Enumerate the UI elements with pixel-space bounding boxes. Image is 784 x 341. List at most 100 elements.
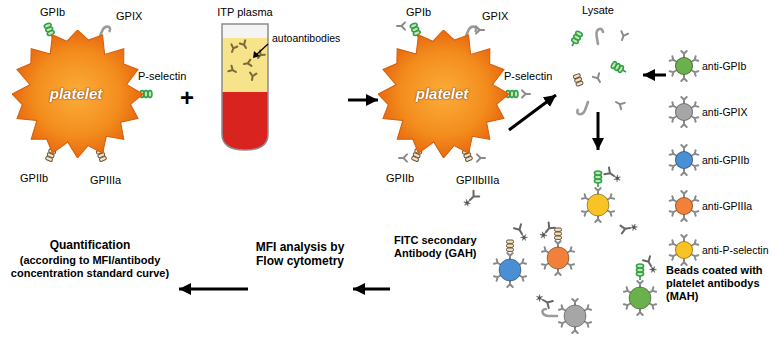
integrin-segment xyxy=(576,81,584,87)
antibody-stroke xyxy=(243,60,251,67)
coil-turn xyxy=(410,22,418,28)
glycoprotein-hook xyxy=(542,309,557,316)
integrin-segment xyxy=(507,240,514,243)
antibody-stroke xyxy=(595,216,600,222)
antibody-symbol xyxy=(243,60,251,67)
antibody-stroke xyxy=(637,309,642,315)
antibody-symbol xyxy=(476,26,484,33)
antibody-symbol xyxy=(397,22,405,29)
flow-arrow xyxy=(348,99,378,102)
process-step: MFI analysis by Flow cytometry xyxy=(248,238,353,294)
plasma-tube-figure xyxy=(220,22,270,154)
leader-head xyxy=(253,51,260,58)
integrin-segment xyxy=(99,156,107,162)
integrin-symbol xyxy=(573,73,583,86)
antibody-symbol xyxy=(228,66,237,75)
bead-swatch xyxy=(675,197,693,215)
antibody-symbol xyxy=(462,191,479,208)
antibody-stroke xyxy=(681,121,686,127)
antibody-symbol xyxy=(643,256,658,274)
antibody-stroke xyxy=(681,215,686,221)
tube-outline xyxy=(222,24,268,150)
fitc-dot xyxy=(522,235,526,239)
step-title: Quantification xyxy=(4,238,176,252)
antibody-symbol xyxy=(572,327,577,333)
fitc-label xyxy=(535,294,544,303)
integrin-segment xyxy=(555,236,562,239)
fitc-label xyxy=(520,233,529,242)
group-caption: FITC secondary Antibody (GAH) xyxy=(394,234,486,260)
bead-circle xyxy=(629,287,651,309)
receptor-label: GPIIIa xyxy=(90,174,121,187)
receptor-label: P-selectin xyxy=(138,70,186,83)
antibody-symbol xyxy=(681,215,686,221)
antibody-stroke xyxy=(643,256,655,268)
antibody-stroke xyxy=(477,154,485,161)
antibody-symbol xyxy=(229,44,237,53)
cell-layer xyxy=(220,92,270,154)
coil-turn xyxy=(636,264,643,268)
fitc-dot xyxy=(537,296,541,300)
antibody-symbol xyxy=(572,299,577,305)
antibody-stroke xyxy=(522,90,530,97)
antibody-symbol xyxy=(619,31,629,41)
antibody-symbol xyxy=(681,121,686,127)
cell-label: platelet xyxy=(12,85,140,103)
glycoprotein-coil xyxy=(610,61,627,75)
bead-swatch xyxy=(675,103,693,121)
glycoprotein-coil xyxy=(569,30,583,47)
hook-stroke xyxy=(595,28,604,44)
antibody-stroke xyxy=(604,168,616,180)
lysate-group: Lysate xyxy=(556,2,643,112)
glycoprotein-coil xyxy=(636,264,643,280)
antibody-symbol xyxy=(620,223,638,234)
antibody-symbol xyxy=(477,154,485,161)
integrin-segment xyxy=(45,156,53,162)
plus-sign: + xyxy=(180,84,194,113)
antibody-stroke xyxy=(228,66,237,75)
fitc-dot xyxy=(541,233,546,238)
antibody-symbol xyxy=(637,281,642,287)
step-note: (according to MFI/antibody concentration… xyxy=(4,254,176,280)
group-title: Lysate xyxy=(556,4,640,17)
integrin-segment xyxy=(465,156,473,162)
legend-label: anti-GPIIIa xyxy=(702,197,752,215)
fitc-label xyxy=(463,198,472,207)
antibody-stroke xyxy=(399,154,407,161)
step-label: MFI analysis by Flow cytometry xyxy=(250,240,350,269)
antibody-stroke xyxy=(619,31,629,41)
antibody-stroke xyxy=(229,44,237,53)
platelet-cell: platelet xyxy=(378,30,509,158)
flow-arrow xyxy=(179,288,248,291)
tube-title: ITP plasma xyxy=(212,6,278,19)
flow-arrow xyxy=(509,95,556,130)
fitc-dot xyxy=(632,225,636,229)
receptor-label: P-selectin xyxy=(504,70,552,83)
antibody-symbol xyxy=(538,223,555,241)
receptor-label: GPIIbIIIa xyxy=(456,174,499,187)
antibody-symbol xyxy=(249,73,256,81)
antibody-stroke xyxy=(507,253,512,259)
cell-body xyxy=(12,30,143,158)
integrin-segment xyxy=(507,248,514,251)
integrin-segment xyxy=(411,156,419,162)
antibody-stroke xyxy=(593,73,603,84)
coil-turn xyxy=(594,171,601,175)
illustration-group xyxy=(44,22,699,333)
callout-label: autoantibodies xyxy=(272,32,340,45)
antibody-stroke xyxy=(476,26,484,33)
legend-label: anti-GPIIb xyxy=(702,151,749,169)
antibody-stroke xyxy=(614,99,625,109)
antibody-symbol xyxy=(614,99,625,109)
receptor-label: GPIIb xyxy=(20,172,48,185)
coil-turn xyxy=(610,61,617,69)
antibody-symbol xyxy=(681,169,686,175)
receptor-label: GPIb xyxy=(406,6,431,19)
antibody-stroke xyxy=(543,223,555,235)
fitc-dot xyxy=(465,201,470,206)
coil-turn xyxy=(148,90,152,97)
integrin-segment xyxy=(507,244,514,247)
antibody-symbol xyxy=(637,309,642,315)
glycoprotein-hook xyxy=(576,100,588,116)
antibody-stroke xyxy=(572,299,577,305)
